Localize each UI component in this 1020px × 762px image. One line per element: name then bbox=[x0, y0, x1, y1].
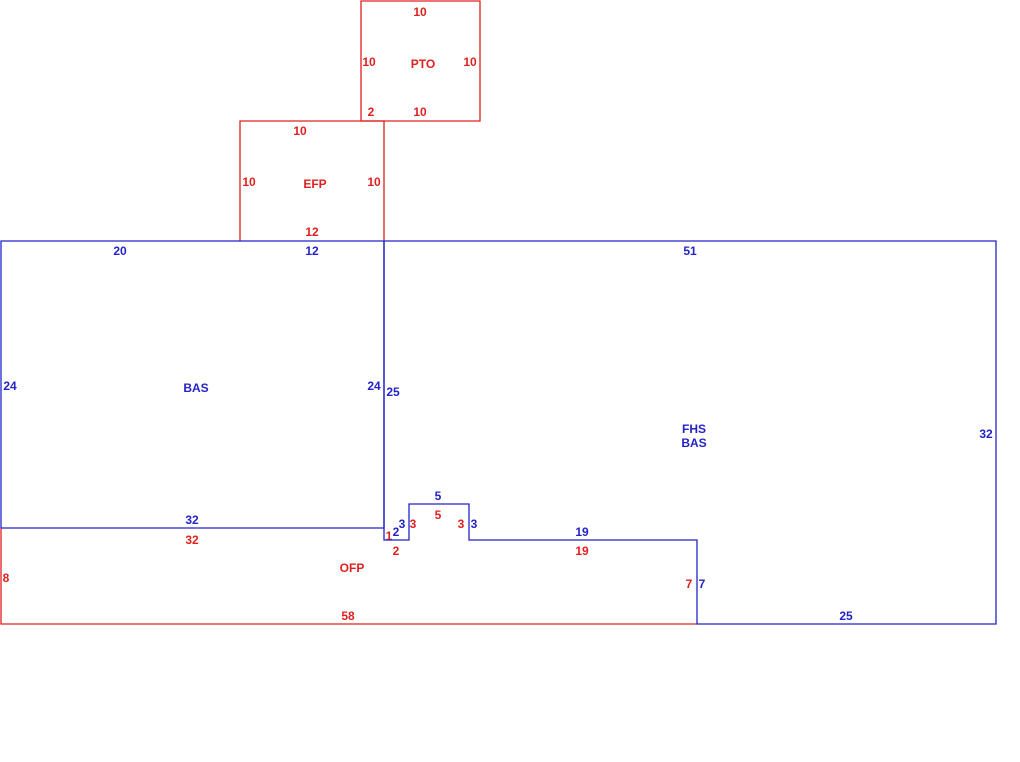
pto-label: PTO bbox=[411, 57, 435, 71]
bas-left-side-dim: 24 bbox=[3, 379, 17, 393]
efp-left-dim: 10 bbox=[242, 175, 256, 189]
pto-right-dim: 10 bbox=[463, 55, 477, 69]
bas-top-left-dim: 20 bbox=[113, 244, 127, 258]
ofp-step-bottom-dim: 2 bbox=[393, 544, 400, 558]
fhs-step-dim: 2 bbox=[393, 525, 400, 539]
efp-bottom-dim: 12 bbox=[305, 225, 319, 239]
pto-offset-dim: 2 bbox=[368, 105, 375, 119]
fhs-top-dim: 51 bbox=[683, 244, 697, 258]
ofp-notch-left-dim: 3 bbox=[410, 517, 417, 531]
efp-top-dim: 10 bbox=[293, 124, 307, 138]
fhs-left-side-dim: 25 bbox=[386, 385, 400, 399]
efp-right-dim: 10 bbox=[367, 175, 381, 189]
fhs-notch-top-dim: 5 bbox=[435, 489, 442, 503]
fhs-drop-dim: 7 bbox=[699, 577, 706, 591]
efp-section: EFP 10 10 10 12 bbox=[239, 120, 385, 241]
bas-left-label: BAS bbox=[183, 381, 208, 395]
bas-inner-side-dim: 24 bbox=[367, 379, 381, 393]
fhs-bottom-dim: 25 bbox=[839, 609, 853, 623]
efp-outline bbox=[239, 120, 385, 241]
efp-label: EFP bbox=[303, 177, 326, 191]
pto-outline bbox=[360, 0, 481, 122]
ofp-drop-dim: 7 bbox=[686, 577, 693, 591]
bas-bottom-dim: 32 bbox=[185, 513, 199, 527]
ofp-notch-right-dim: 3 bbox=[458, 517, 465, 531]
ofp-section: OFP 32 8 58 1 2 3 5 3 19 7 bbox=[0, 508, 697, 625]
bas-top-mid-dim: 12 bbox=[305, 244, 319, 258]
ofp-notch-top-dim: 5 bbox=[435, 508, 442, 522]
fhs-label: FHS bbox=[682, 422, 706, 436]
ofp-top-dim: 32 bbox=[185, 533, 199, 547]
fhs-outline bbox=[383, 240, 997, 625]
pto-bottom-dim: 10 bbox=[413, 105, 427, 119]
fhs-notch-right-dim: 3 bbox=[471, 517, 478, 531]
fhs-right-side-dim: 32 bbox=[979, 427, 993, 441]
bas-left-section: BAS 20 12 24 24 32 bbox=[0, 240, 385, 529]
fhs-bas-label: BAS bbox=[681, 436, 706, 450]
ofp-run-dim: 19 bbox=[575, 544, 589, 558]
ofp-left-dim: 8 bbox=[3, 571, 10, 585]
ofp-outline bbox=[0, 528, 697, 625]
pto-top-dim: 10 bbox=[413, 5, 427, 19]
pto-section: PTO 10 10 10 10 2 bbox=[360, 0, 481, 122]
ofp-step-dim: 1 bbox=[386, 529, 393, 543]
fhs-notch-left-dim: 3 bbox=[399, 517, 406, 531]
ofp-label: OFP bbox=[340, 561, 365, 575]
fhs-run-dim: 19 bbox=[575, 525, 589, 539]
ofp-bottom-dim: 58 bbox=[341, 609, 355, 623]
pto-left-dim: 10 bbox=[362, 55, 376, 69]
fhs-section: FHS BAS 51 25 32 25 5 3 3 2 19 7 bbox=[383, 240, 997, 625]
